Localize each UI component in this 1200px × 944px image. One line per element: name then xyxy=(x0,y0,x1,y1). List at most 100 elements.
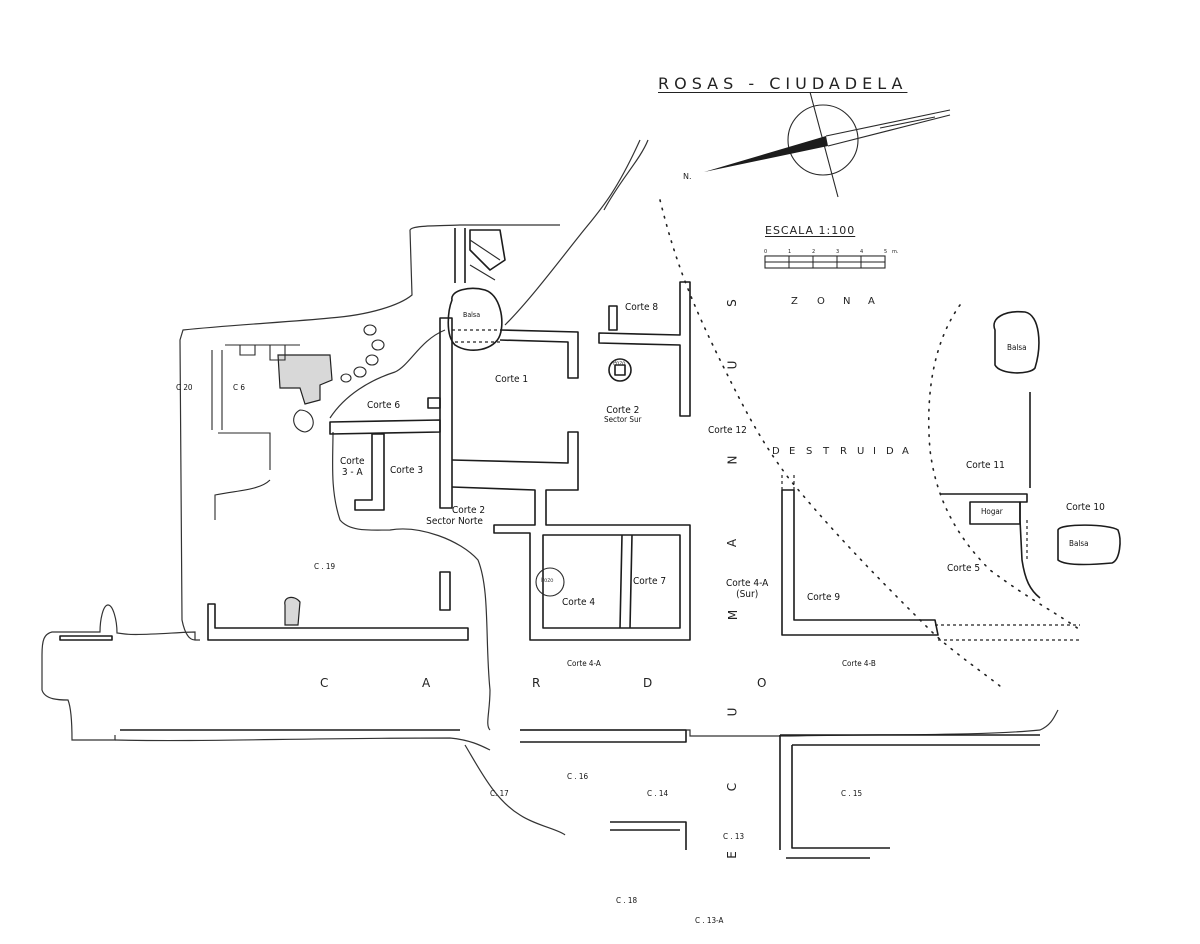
zona-letter: A xyxy=(868,296,875,307)
decumanus-letter: C xyxy=(725,782,740,792)
excavation-boundary-west xyxy=(41,604,196,741)
scarp-curve xyxy=(329,329,491,731)
label-corte4a-sur-line1: Corte 4-A xyxy=(726,578,769,589)
destruida-letter: R xyxy=(840,446,847,457)
label-corte8: Corte 8 xyxy=(625,302,659,313)
label-corte4b: Corte 4-B xyxy=(842,659,876,668)
balsa-right-top-outline xyxy=(993,310,1040,374)
label-c16: C . 16 xyxy=(567,772,589,781)
pozo-bottom-outline xyxy=(535,567,565,597)
label-hogar: Hogar xyxy=(981,507,1003,516)
label-corte6: Corte 6 xyxy=(367,400,401,411)
decumanus-letter: M xyxy=(726,609,741,621)
label-c15: C . 15 xyxy=(841,789,863,798)
wall-c15 xyxy=(779,734,1040,859)
label-balsa-right-top: Balsa xyxy=(1007,343,1027,352)
scale-tick: 3 xyxy=(836,249,840,255)
label-corte4: Corte 4 xyxy=(562,597,596,608)
contour-line-north xyxy=(603,139,649,211)
label-corte3a: Corte 3 - A xyxy=(340,456,365,478)
destruida-letter: D xyxy=(772,446,780,457)
destruida-letter: E xyxy=(789,446,796,457)
label-corte1: Corte 1 xyxy=(495,374,529,385)
label-c13: C . 13 xyxy=(723,832,745,841)
label-c19: C . 19 xyxy=(314,562,336,571)
wall-cardo-south xyxy=(120,729,687,743)
label-corte7: Corte 7 xyxy=(633,576,667,587)
scale-tick: 5 xyxy=(884,249,888,255)
stone-structures-west xyxy=(211,324,385,520)
label-corte4a-sur: Corte 4-A (Sur) xyxy=(726,578,768,600)
label-c13a: C . 13-A xyxy=(695,916,724,925)
label-c20: C 20 xyxy=(176,383,193,392)
label-pozo-top: Pozo xyxy=(613,360,626,367)
structure-north-block xyxy=(454,228,506,283)
zona-letter: Z xyxy=(791,296,798,307)
scarp-curve-south xyxy=(464,744,566,836)
scale-unit: m. xyxy=(892,249,899,255)
pozo-top-outline xyxy=(608,358,632,382)
north-arrow-icon xyxy=(704,91,951,198)
label-corte3a-line1: Corte xyxy=(340,456,365,467)
label-pozo-bottom: Pozo xyxy=(541,577,554,584)
label-corte2-sur-line1: Corte 2 xyxy=(606,405,640,416)
wall-corte9 xyxy=(781,489,939,636)
cardo-south-edge-east xyxy=(520,709,1059,737)
decumanus-letter: S xyxy=(724,299,739,307)
scale-tick: 1 xyxy=(788,249,792,255)
wall-corte8 xyxy=(598,281,691,417)
decumanus-letter: N xyxy=(725,455,740,465)
label-corte5: Corte 5 xyxy=(947,563,981,574)
label-corte10: Corte 10 xyxy=(1066,502,1105,513)
cardo-letter: R xyxy=(532,676,541,690)
wall-corte6 xyxy=(329,397,441,435)
destruida-letter: I xyxy=(873,446,876,457)
wall-corte3 xyxy=(354,433,385,511)
zona-destruida-limit-west xyxy=(659,199,1006,691)
wall-corte4-7 xyxy=(542,534,681,629)
label-balsa-top: Balsa xyxy=(463,311,481,319)
label-corte2-norte-line1: Corte 2 xyxy=(452,505,486,516)
label-balsa-right: Balsa xyxy=(1069,539,1089,548)
destruida-letter: D xyxy=(886,446,894,457)
scale-tick: 4 xyxy=(860,249,864,255)
decumanus-letter: A xyxy=(725,538,740,548)
scale-title: ESCALA 1:100 xyxy=(765,224,856,237)
contour-line-center xyxy=(504,139,641,326)
cardo-letter: D xyxy=(643,676,653,690)
plan-title: ROSAS - CIUDADELA xyxy=(658,74,908,93)
wall-west-ledge xyxy=(207,603,469,641)
label-corte2-norte-line2: Sector Norte xyxy=(426,516,483,527)
destruida-letter: T xyxy=(823,446,830,457)
decumanus-letter: U xyxy=(725,707,740,717)
cardo-letter: C xyxy=(320,676,329,690)
balsa-top-outline xyxy=(447,287,503,351)
destruida-letter: A xyxy=(902,446,909,457)
scale-tick: 2 xyxy=(812,249,816,255)
decumanus-letter: U xyxy=(725,360,740,370)
cardo-letter: O xyxy=(757,676,767,690)
destruida-letter: U xyxy=(857,446,865,457)
label-corte4a: Corte 4-A xyxy=(567,659,601,668)
label-c18: C . 18 xyxy=(616,896,638,905)
label-corte4a-sur-line2: (Sur) xyxy=(736,589,759,600)
scale-bar xyxy=(764,255,886,269)
cardo-letter: A xyxy=(422,676,431,690)
label-corte2-norte: Corte 2 Sector Norte xyxy=(426,505,486,527)
label-c14: C . 14 xyxy=(647,789,669,798)
wall-corte1 xyxy=(439,317,579,509)
decumanus-letter: E xyxy=(724,851,739,859)
label-corte2-sur: Corte 2 Sector Sur xyxy=(604,405,642,425)
wall-corte5 xyxy=(940,493,1041,599)
zona-letter: O xyxy=(817,296,825,307)
label-corte3a-line2: 3 - A xyxy=(341,467,363,478)
scale-tick: 0 xyxy=(764,249,768,255)
cardo-south-edge xyxy=(114,737,491,751)
label-corte9: Corte 9 xyxy=(807,592,841,603)
excavation-boundary xyxy=(179,224,560,641)
north-label: N. xyxy=(683,172,692,181)
hogar-outline xyxy=(969,501,1021,525)
wall-c14 xyxy=(610,821,687,850)
label-corte12: Corte 12 xyxy=(708,425,747,436)
label-corte2-sur-line2: Sector Sur xyxy=(604,415,642,424)
